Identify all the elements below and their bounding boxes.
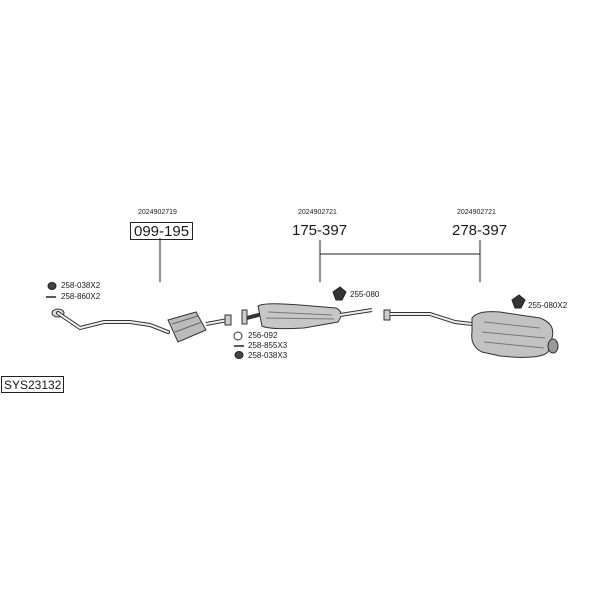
rubber-mount-icon (47, 282, 57, 290)
rear-silencer (383, 309, 559, 358)
hanger-icon (332, 286, 347, 301)
oe-number: 2024902721 (298, 209, 337, 216)
part-number-175-397[interactable]: 175-397 (292, 222, 348, 239)
fitting-label[interactable]: 255-080 (350, 290, 380, 299)
hanger-icon (511, 294, 526, 309)
oe-number: 2024902721 (457, 209, 496, 216)
system-code: SYS23132 (1, 376, 65, 393)
part-number-099-195[interactable]: 099-195 (130, 222, 194, 240)
oe-number: 2024902719 (138, 209, 177, 216)
clamp-ring-icon (233, 331, 243, 341)
fitting-label[interactable]: 256-092 (248, 331, 278, 340)
part-number-278-397[interactable]: 278-397 (452, 222, 508, 239)
rubber-mount-icon (234, 351, 244, 359)
fitting-label[interactable]: 255-080X2 (528, 301, 568, 310)
front-pipe-catalyst (51, 308, 232, 343)
fitting-label[interactable]: 258-860X2 (61, 292, 101, 301)
fitting-label[interactable]: 258-855X3 (248, 341, 288, 350)
fitting-label[interactable]: 258-038X2 (61, 281, 101, 290)
centre-silencer (241, 303, 373, 330)
fitting-label[interactable]: 258-038X3 (248, 351, 288, 360)
